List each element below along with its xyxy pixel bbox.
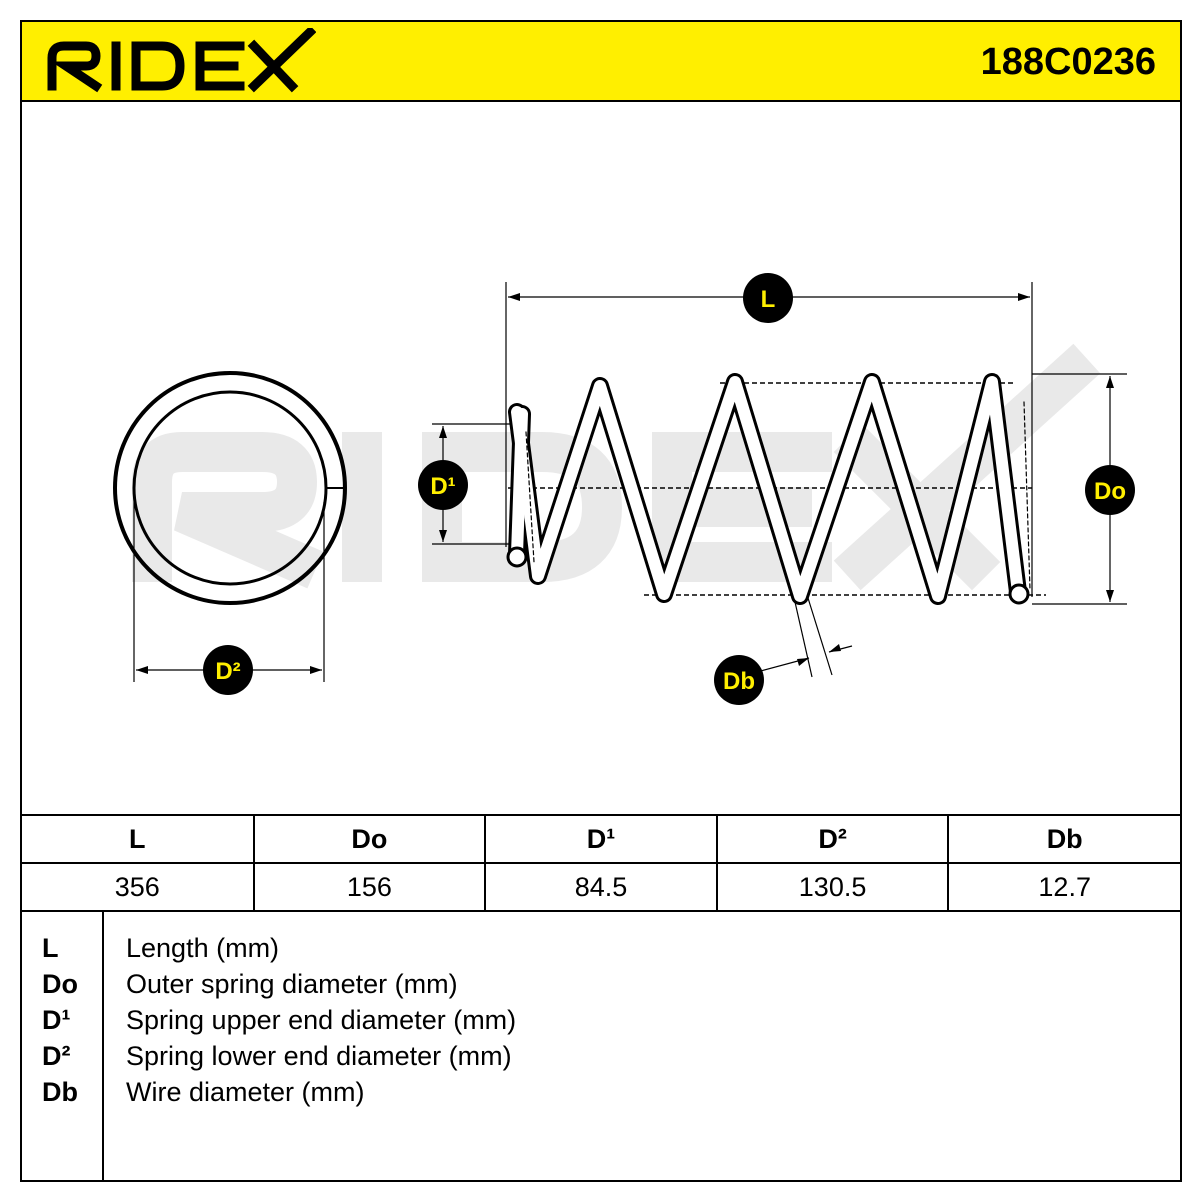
spec-value-cell: 12.7 [947, 862, 1180, 912]
svg-text:D¹: D¹ [430, 473, 455, 500]
spec-header-row: L Do D¹ D² Db [22, 814, 1180, 864]
svg-text:D²: D² [215, 658, 240, 685]
legend-description: Wire diameter (mm) [126, 1077, 365, 1107]
ridex-logo [46, 25, 317, 99]
upper-diameter-dimension [432, 423, 522, 545]
legend-key: D² [42, 1041, 71, 1071]
label-L: L [743, 273, 793, 323]
legend-item: L Length (mm) [22, 930, 1180, 966]
spring-diagram-svg: L D¹ Do D² Db [113, 273, 1135, 705]
spec-value-cell: 84.5 [484, 862, 718, 912]
svg-text:Db: Db [723, 668, 755, 695]
legend-item: Do Outer spring diameter (mm) [22, 966, 1180, 1002]
spring-side-view [506, 373, 1031, 605]
label-Db: Db [714, 655, 764, 705]
legend-description: Length (mm) [126, 933, 280, 963]
ridex-logo-mark [47, 25, 317, 93]
spec-value-cell: 130.5 [715, 862, 950, 912]
header-bar: 188C0236 [22, 22, 1180, 102]
product-sheet: 188C0236 [20, 20, 1182, 1182]
spring-drawing: L D¹ Do D² Db [22, 102, 1180, 814]
spec-table: L Do D¹ D² Db 356 156 84.5 130.5 12.7 [22, 814, 1180, 912]
spec-header-cell: D² [715, 814, 950, 864]
legend-key: Db [42, 1077, 78, 1107]
spec-header-cell: L [22, 814, 255, 864]
legend-item: D¹ Spring upper end diameter (mm) [22, 1002, 1180, 1038]
legend-item: D² Spring lower end diameter (mm) [22, 1038, 1180, 1074]
label-D2: D² [203, 645, 253, 695]
spec-value-cell: 156 [252, 862, 487, 912]
spec-value-row: 356 156 84.5 130.5 12.7 [22, 862, 1180, 912]
svg-text:Do: Do [1094, 478, 1126, 505]
spec-value-cell: 356 [22, 862, 255, 912]
svg-text:L: L [761, 286, 776, 313]
wire-diameter-dimension [756, 597, 853, 678]
legend-key: L [42, 933, 59, 963]
legend-key: Do [42, 969, 78, 999]
legend-description: Outer spring diameter (mm) [126, 969, 458, 999]
label-D1: D¹ [418, 460, 468, 510]
spec-header-cell: D¹ [484, 814, 718, 864]
legend: L Length (mm) Do Outer spring diameter (… [22, 912, 1180, 1180]
legend-description: Spring upper end diameter (mm) [126, 1005, 517, 1035]
legend-divider [102, 912, 104, 1180]
spec-header-cell: Do [252, 814, 487, 864]
label-Do: Do [1085, 465, 1135, 515]
spring-end-view [113, 371, 347, 682]
legend-description: Spring lower end diameter (mm) [126, 1041, 512, 1071]
legend-item: Db Wire diameter (mm) [22, 1074, 1180, 1110]
legend-key: D¹ [42, 1005, 71, 1035]
spec-header-cell: Db [947, 814, 1180, 864]
part-number: 188C0236 [980, 41, 1156, 83]
